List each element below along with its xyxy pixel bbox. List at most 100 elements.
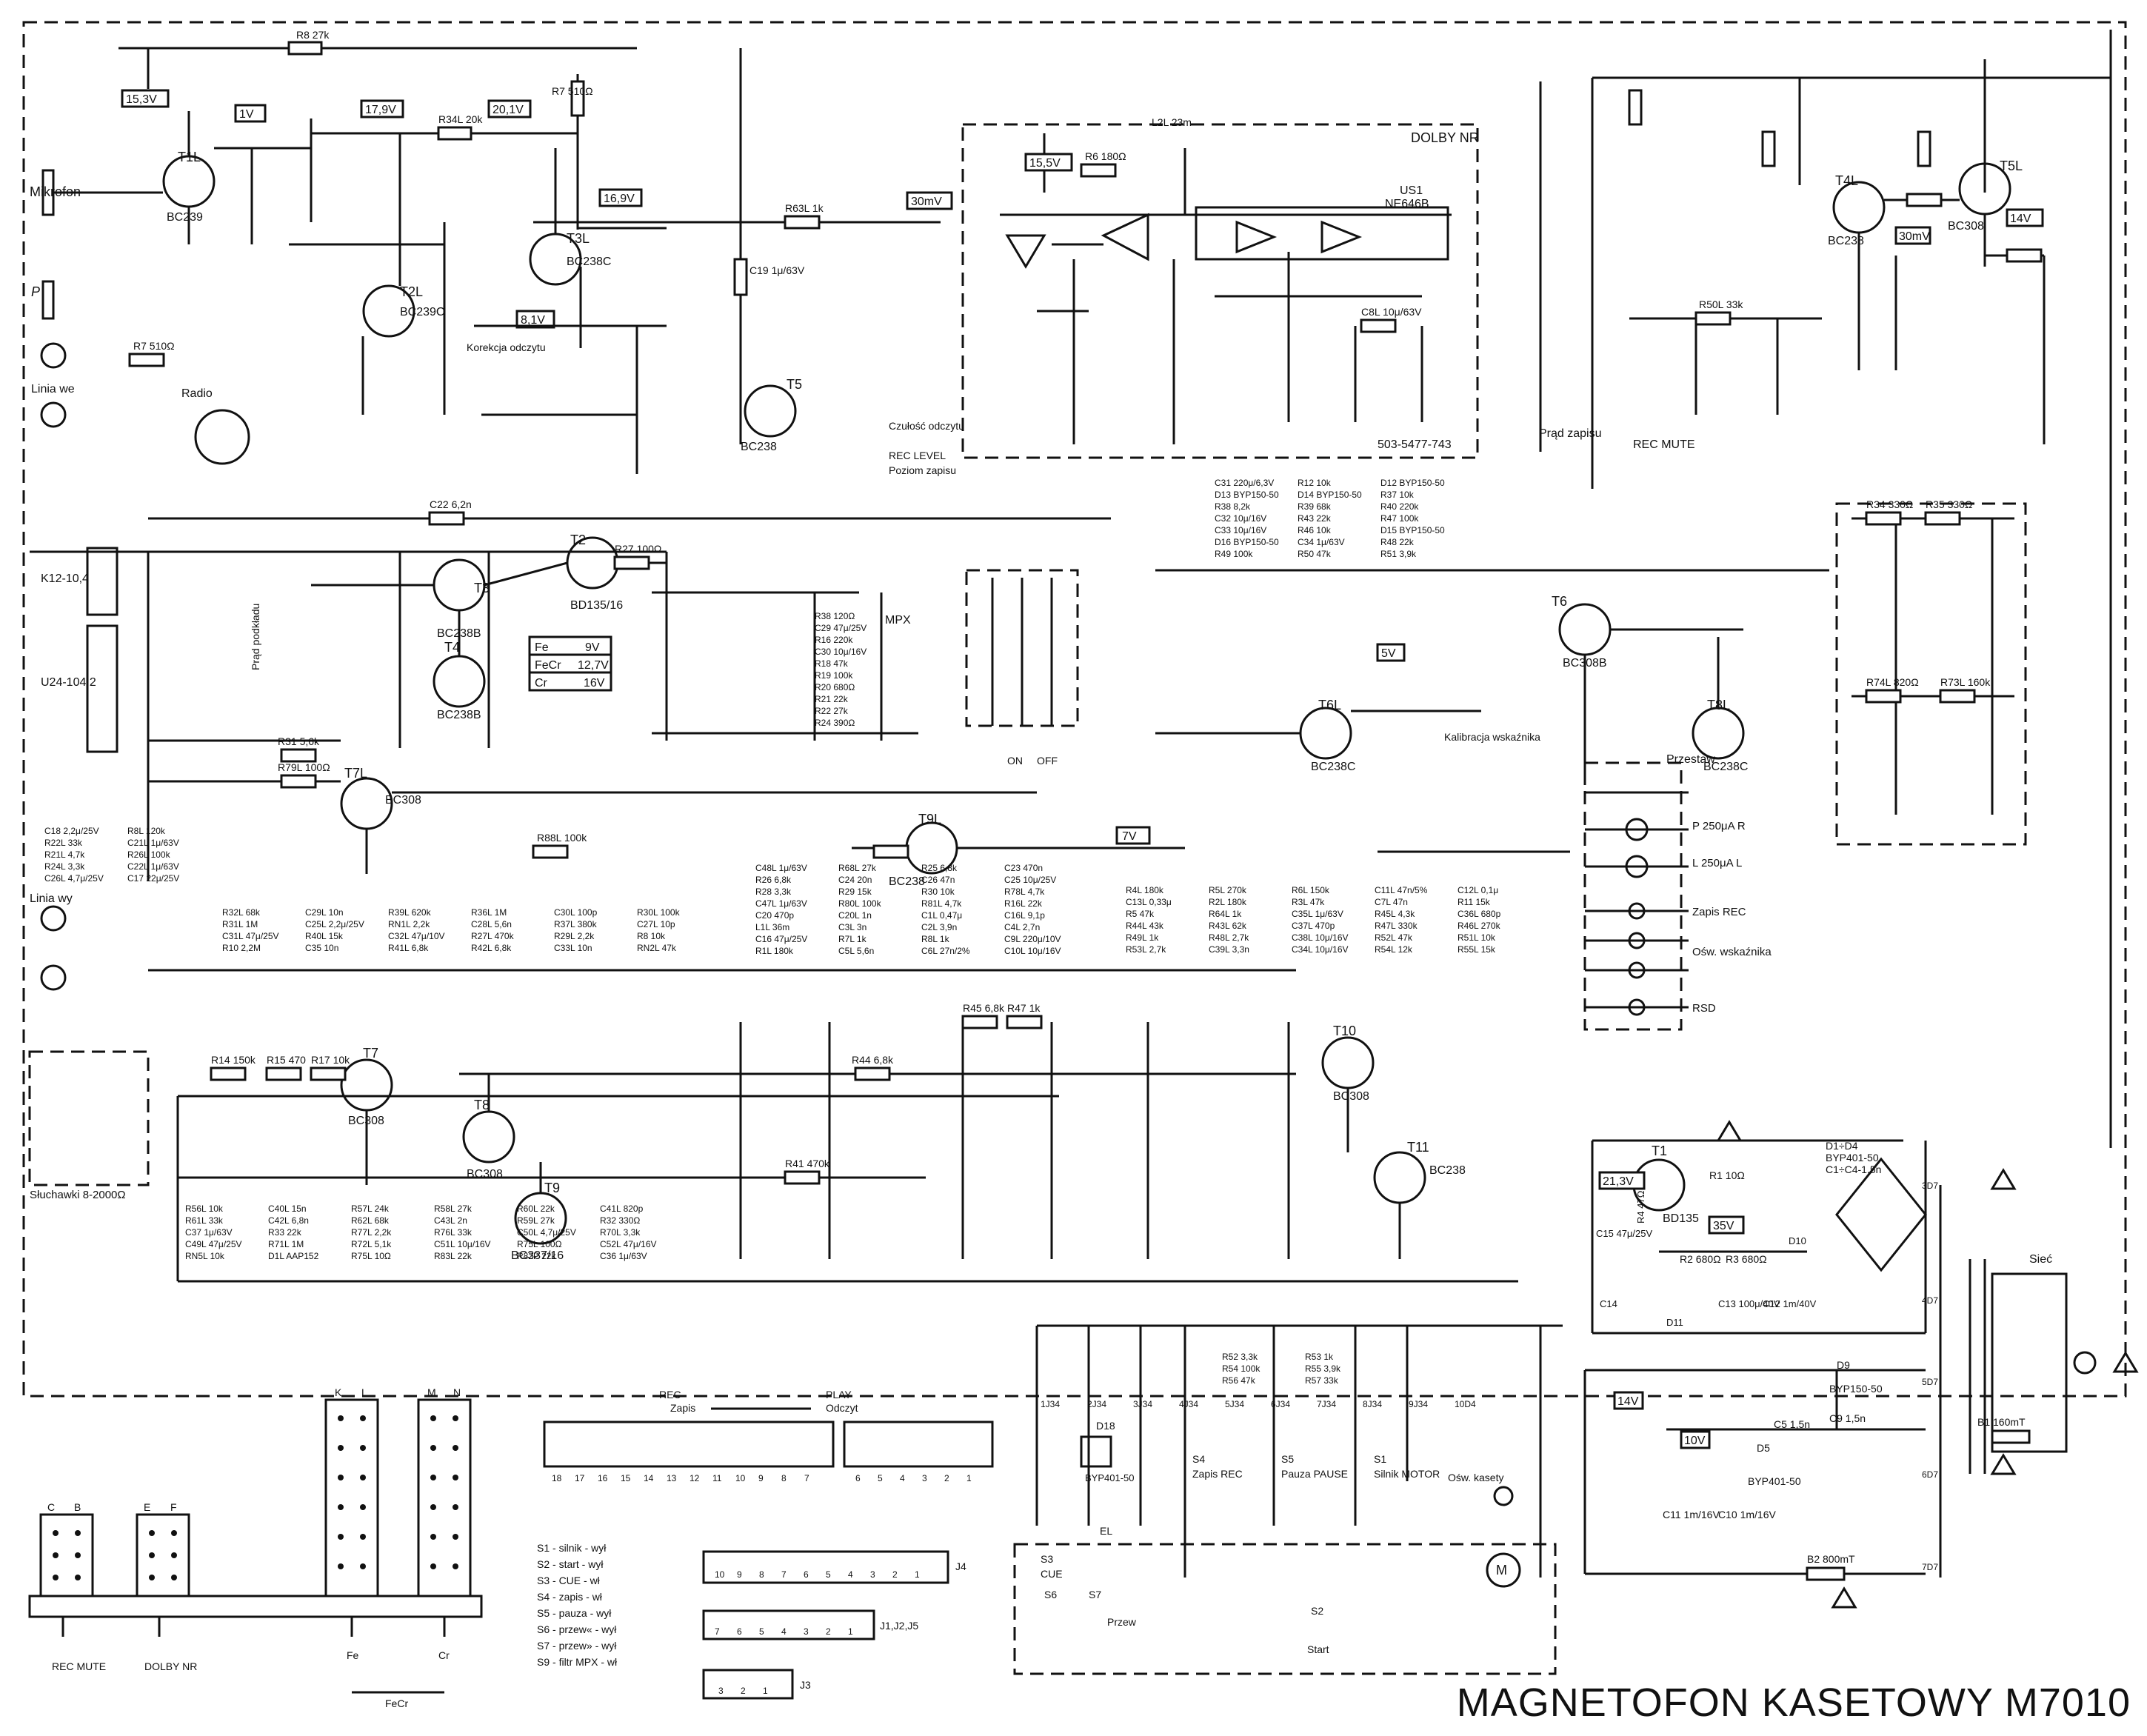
voltage-label: 30mV: [911, 196, 942, 208]
component-label: R33 22k: [268, 1227, 302, 1238]
pin-label: 2J34: [1087, 1399, 1106, 1409]
component-label: R5 47k: [1126, 909, 1155, 919]
pin-label: 5J34: [1225, 1399, 1244, 1409]
pin-label: 5: [878, 1473, 883, 1483]
component-label: R58L 27k: [434, 1203, 473, 1214]
component-label: C48L 1μ/63V: [755, 863, 807, 873]
component-label: R2L 180k: [1209, 897, 1247, 907]
component-label: R48 22k: [1380, 537, 1415, 547]
transistor-label: T11: [1407, 1140, 1429, 1155]
meter-amp-section: T4L BC238 T5L BC308 30mV 14V R50L 33k Pr…: [1539, 30, 2112, 1148]
component-label: R6L 150k: [1292, 885, 1330, 895]
line-out-jack: [40, 905, 67, 932]
resistor: [1006, 1015, 1043, 1029]
resistor: [210, 1066, 247, 1081]
component-label: R38 120Ω: [815, 611, 855, 621]
component-label: C30 10μ/16V: [815, 647, 867, 657]
svg-text:P: P: [31, 284, 40, 299]
resistor: [437, 126, 473, 141]
dolby-frame: [961, 123, 1479, 459]
component-label: R42L 6,8k: [471, 943, 512, 953]
component-label: C20 470p: [755, 910, 794, 921]
resistor: [428, 511, 465, 526]
transistor-label: T6L: [1318, 698, 1341, 712]
component-label: R83L 22k: [434, 1251, 473, 1261]
component-label: C5L 5,6n: [838, 946, 874, 956]
mpx-filter: [1835, 502, 2027, 846]
component-label: C47L 1μ/63V: [755, 898, 807, 909]
resistor: [2006, 248, 2043, 263]
component-label: R22L 33k: [44, 838, 83, 848]
transistor-T6: [1558, 603, 1612, 656]
r4-label: R4 47Ω: [1635, 1190, 1646, 1223]
transistor-type: BC238: [889, 875, 925, 888]
tape-volt-fecr: 12,7V: [578, 659, 609, 672]
transistor-label: T7: [363, 1046, 378, 1061]
pin-label: 4D7: [1922, 1295, 1938, 1306]
headphone-jack: [28, 1050, 150, 1186]
component-label: R25 6,8k: [921, 863, 958, 873]
component-label: R31 5,6k: [278, 735, 320, 747]
component-label: R52 3,3k: [1222, 1352, 1258, 1362]
tape-head: [86, 624, 118, 753]
component-label: D12 BYP150-50: [1380, 478, 1445, 488]
component-label: C31 220μ/6,3V: [1215, 478, 1274, 488]
pin-label: 5D7: [1922, 1377, 1938, 1387]
pin-label: 8: [781, 1473, 787, 1483]
legend-item: S2 - start - wył: [537, 1558, 604, 1570]
indicator-label: P 250μA R: [1692, 820, 1746, 832]
transistor-label: T3L: [567, 231, 590, 246]
switch-desc: Pauza PAUSE: [1281, 1468, 1348, 1480]
bridge-label: D1÷D4: [1826, 1140, 1858, 1152]
s7-label: S7: [1089, 1589, 1101, 1600]
component-label: C27L 10p: [637, 919, 675, 929]
component-label: C9L 220μ/10V: [1004, 934, 1061, 944]
component-label: R21 22k: [815, 694, 849, 704]
component-label: C33 10μ/16V: [1215, 525, 1266, 535]
main-switch-connector-play: [843, 1420, 994, 1468]
component-label: C49L 47μ/25V: [185, 1239, 242, 1249]
component-label: C37L 470p: [1292, 921, 1335, 931]
rec-level-label: REC LEVEL: [889, 450, 946, 461]
linia-we-label: Linia we: [31, 383, 75, 395]
tape-type-fe: Fe: [535, 641, 549, 654]
pin-label: 2: [826, 1626, 831, 1637]
component-label: R27L 470k: [471, 931, 515, 941]
component-label: R10 2,2M: [222, 943, 261, 953]
voltage-tag: [906, 191, 953, 210]
component-label: R41L 6,8k: [388, 943, 429, 953]
odczyt-label: Odczyt: [826, 1402, 858, 1414]
component-label: R31L 1M: [222, 919, 258, 929]
component-label: R24 390Ω: [815, 718, 855, 728]
switch-contacts: [53, 1415, 458, 1580]
component-label: C25 10μ/25V: [1004, 875, 1056, 885]
switch-label: S5: [1281, 1453, 1294, 1465]
component-label: R35 330Ω: [1926, 498, 1972, 510]
transistor-T11: [1373, 1151, 1426, 1204]
korekcja-label: Korekcja odczytu: [467, 341, 546, 353]
pin-label: 18: [552, 1473, 562, 1483]
pin-label: 7: [781, 1569, 787, 1580]
pin-label: 4J34: [1179, 1399, 1198, 1409]
voltage-label: 20,1V: [492, 104, 524, 116]
ic-type-label: NE646B: [1385, 198, 1429, 210]
main-switch-connector: [543, 1420, 835, 1468]
switch-group-cr: [417, 1398, 472, 1598]
component-label: C6L 27n/2%: [921, 946, 970, 956]
component-label: C8L 10μ/63V: [1361, 306, 1422, 318]
pin-label: 9: [737, 1569, 742, 1580]
transistor-label: T6: [1552, 594, 1567, 609]
voltage-tag: [515, 310, 555, 329]
d18-label: D18: [1096, 1420, 1115, 1432]
pin-label: 17: [575, 1473, 585, 1483]
transistor-type: BC238C: [1311, 761, 1355, 773]
pin-label: 6: [804, 1569, 809, 1580]
mains-switch: [1991, 1272, 2068, 1453]
component-label: R39L 620k: [388, 907, 432, 918]
component-label: R14 150k: [211, 1054, 256, 1066]
component-label: R77L 2,2k: [351, 1227, 392, 1238]
connector-pin-numbers: 18 17 16 15 14 13 12 11 10 9 8 7 6 5 4 3…: [552, 1473, 972, 1696]
zapis-label: Zapis: [670, 1402, 695, 1414]
component-label: C31L 47μ/25V: [222, 931, 279, 941]
